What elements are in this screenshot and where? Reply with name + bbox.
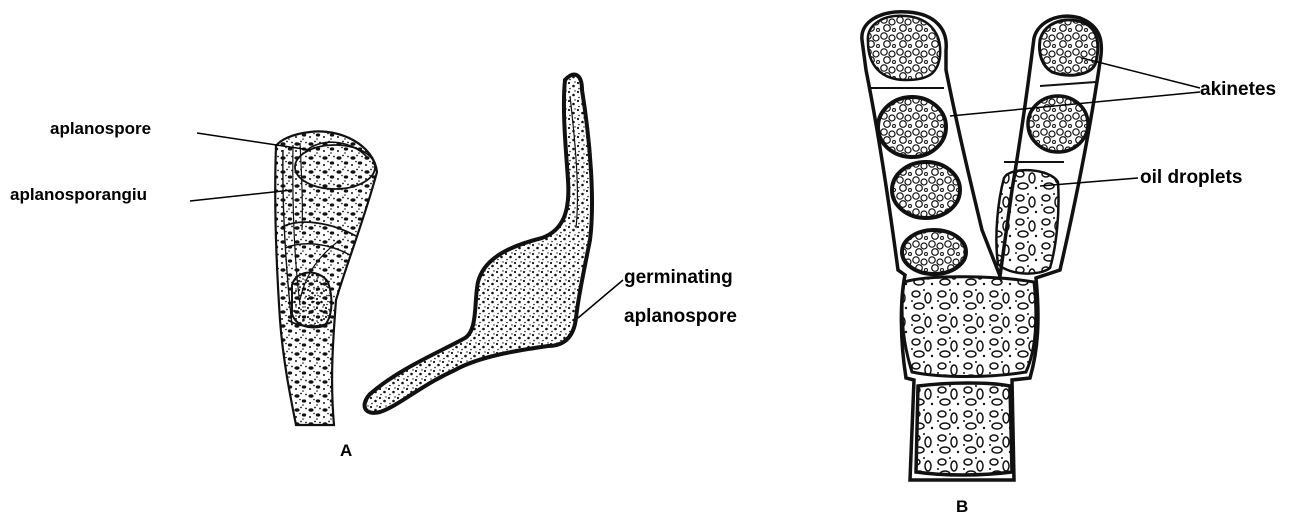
akinetes-label: akinetes	[1200, 78, 1276, 102]
aplanosporangium-label: aplanosporangiu	[10, 184, 147, 205]
germinating-aplanospore-shape	[365, 75, 592, 413]
akinete-cell	[1028, 96, 1088, 152]
germinating-aplanospore-leader	[578, 280, 623, 318]
panel-b-letter: B	[956, 496, 968, 517]
panel-a-letter: A	[340, 440, 352, 461]
panel-a-drawing	[275, 75, 592, 425]
akinete-cell	[878, 97, 946, 157]
akinete-cell	[892, 162, 960, 218]
panel-b-drawing	[862, 12, 1102, 480]
aplanosporangium-filament	[275, 131, 377, 425]
akinete-cell	[902, 230, 966, 274]
germinating-label-line2: aplanospore	[624, 305, 737, 329]
germinating-label-line1: germinating	[624, 266, 733, 290]
oil-droplets-label: oil droplets	[1140, 166, 1242, 190]
aplanospore-label: aplanospore	[50, 118, 151, 139]
akinete-cell	[1040, 20, 1098, 75]
